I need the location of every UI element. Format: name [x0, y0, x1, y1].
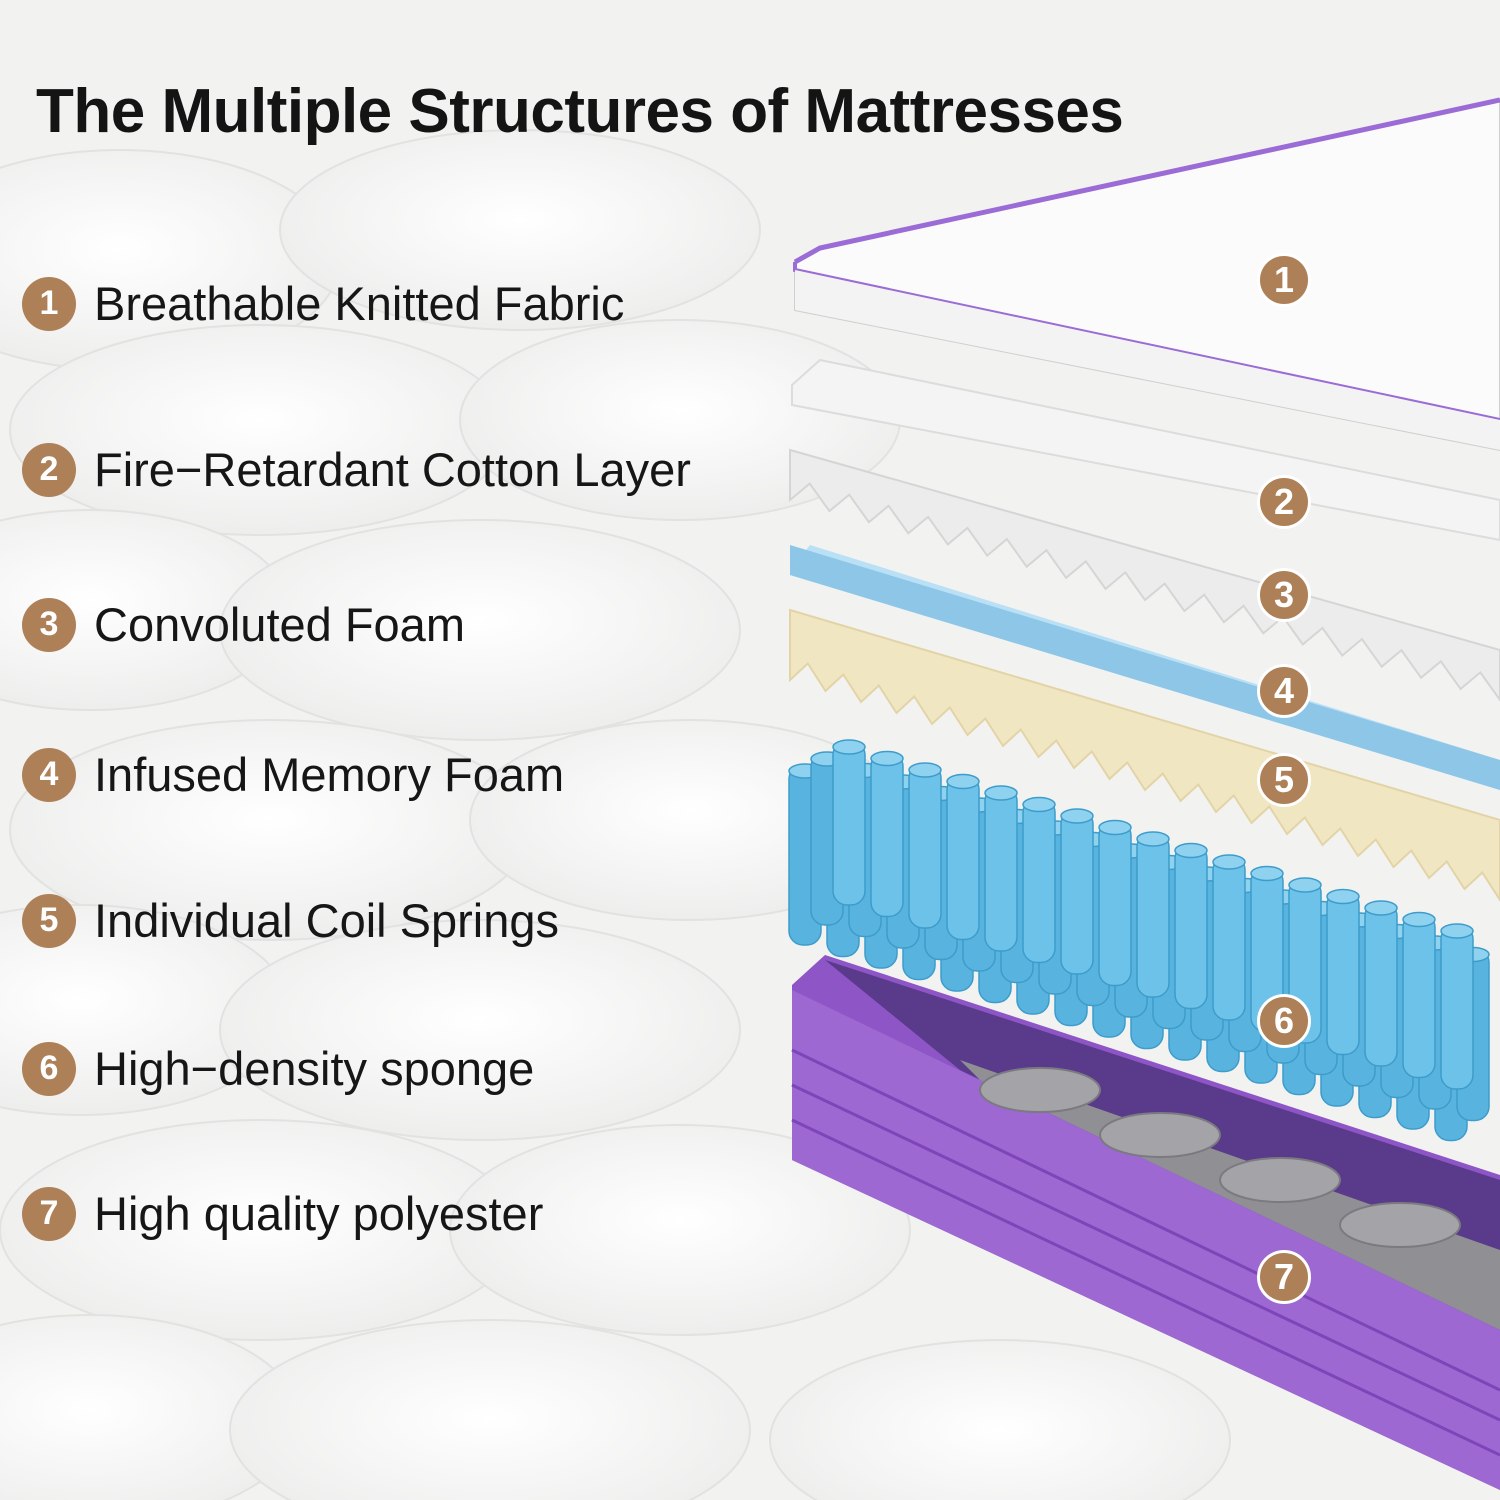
legend-label: Convoluted Foam: [94, 598, 465, 651]
coil-spring-top: [1250, 865, 1284, 882]
callout-2: 2: [1257, 475, 1311, 529]
coil-spring-top: [1136, 831, 1170, 847]
coil-spring-top: [1326, 888, 1360, 905]
coil-spring: [1174, 843, 1208, 1010]
coil-spring-top: [832, 739, 866, 755]
number-badge: 5: [22, 893, 76, 948]
coil-spring-top: [1288, 877, 1322, 893]
legend-item-6: 6 High−density sponge: [22, 1041, 534, 1096]
coil-spring: [984, 786, 1018, 952]
coil-spring: [1060, 809, 1094, 975]
legend-item-1: 1 Breathable Knitted Fabric: [22, 276, 624, 331]
coil-spring: [1022, 797, 1056, 964]
callout-1: 1: [1257, 253, 1311, 307]
number-badge: 7: [22, 1186, 76, 1241]
coil-spring-top: [984, 785, 1018, 801]
layer-4-yellow-foam: [789, 608, 1500, 902]
coil-spring-top: [1212, 854, 1246, 870]
layer-legend: 1 Breathable Knitted Fabric 2 Fire−Retar…: [22, 0, 802, 1500]
coil-spring-top: [1402, 911, 1436, 928]
callout-3: 3: [1257, 568, 1311, 622]
layer-flat-sheet: [791, 358, 1500, 542]
number-badge: 1: [22, 276, 76, 331]
number-badge: 3: [22, 597, 76, 652]
layer-2-convoluted-cotton: [789, 448, 1500, 702]
coil-spring: [1364, 901, 1398, 1067]
callout-4: 4: [1257, 664, 1311, 718]
coil-spring-top: [870, 750, 904, 767]
coil-spring-top: [1022, 796, 1056, 813]
legend-item-2: 2 Fire−Retardant Cotton Layer: [22, 442, 691, 497]
legend-item-7: 7 High quality polyester: [22, 1186, 543, 1241]
layer-1-knitted-fabric: [793, 97, 1500, 452]
legend-item-3: 3 Convoluted Foam: [22, 597, 465, 652]
number-badge: 4: [22, 747, 76, 802]
coil-spring: [1402, 912, 1436, 1079]
coil-spring-top: [1098, 819, 1132, 836]
coil-spring-top: [1060, 808, 1094, 824]
coil-spring-top: [1440, 923, 1474, 939]
callout-7: 7: [1257, 1250, 1311, 1304]
number-badge: 2: [22, 442, 76, 497]
coil-spring-top: [946, 773, 980, 790]
coil-spring: [1440, 924, 1474, 1090]
coil-spring: [1212, 855, 1246, 1021]
coil-spring: [1136, 832, 1170, 998]
legend-label: Breathable Knitted Fabric: [94, 277, 625, 330]
legend-label: Infused Memory Foam: [94, 748, 565, 801]
legend-label: Fire−Retardant Cotton Layer: [94, 443, 691, 496]
legend-label: Individual Coil Springs: [94, 894, 560, 947]
legend-item-5: 5 Individual Coil Springs: [22, 893, 559, 948]
number-badge: 6: [22, 1041, 76, 1096]
coil-spring-top: [1174, 842, 1208, 859]
coil-spring: [946, 774, 980, 941]
page-title: The Multiple Structures of Mattresses: [36, 77, 1124, 146]
layer-3-blue-foam: [790, 545, 1500, 790]
legend-item-4: 4 Infused Memory Foam: [22, 747, 564, 802]
layer-6-sponge: [960, 1060, 1500, 1330]
legend-label: High quality polyester: [94, 1187, 544, 1240]
coil-spring: [908, 763, 942, 929]
legend-label: High−density sponge: [94, 1042, 535, 1095]
callout-6: 6: [1257, 994, 1311, 1048]
coil-spring: [870, 751, 904, 918]
coil-spring: [832, 740, 866, 906]
coil-spring-top: [1364, 900, 1398, 916]
coil-spring: [1098, 820, 1132, 987]
callout-5: 5: [1257, 753, 1311, 807]
coil-spring-top: [908, 762, 942, 778]
coil-spring: [1326, 889, 1360, 1056]
